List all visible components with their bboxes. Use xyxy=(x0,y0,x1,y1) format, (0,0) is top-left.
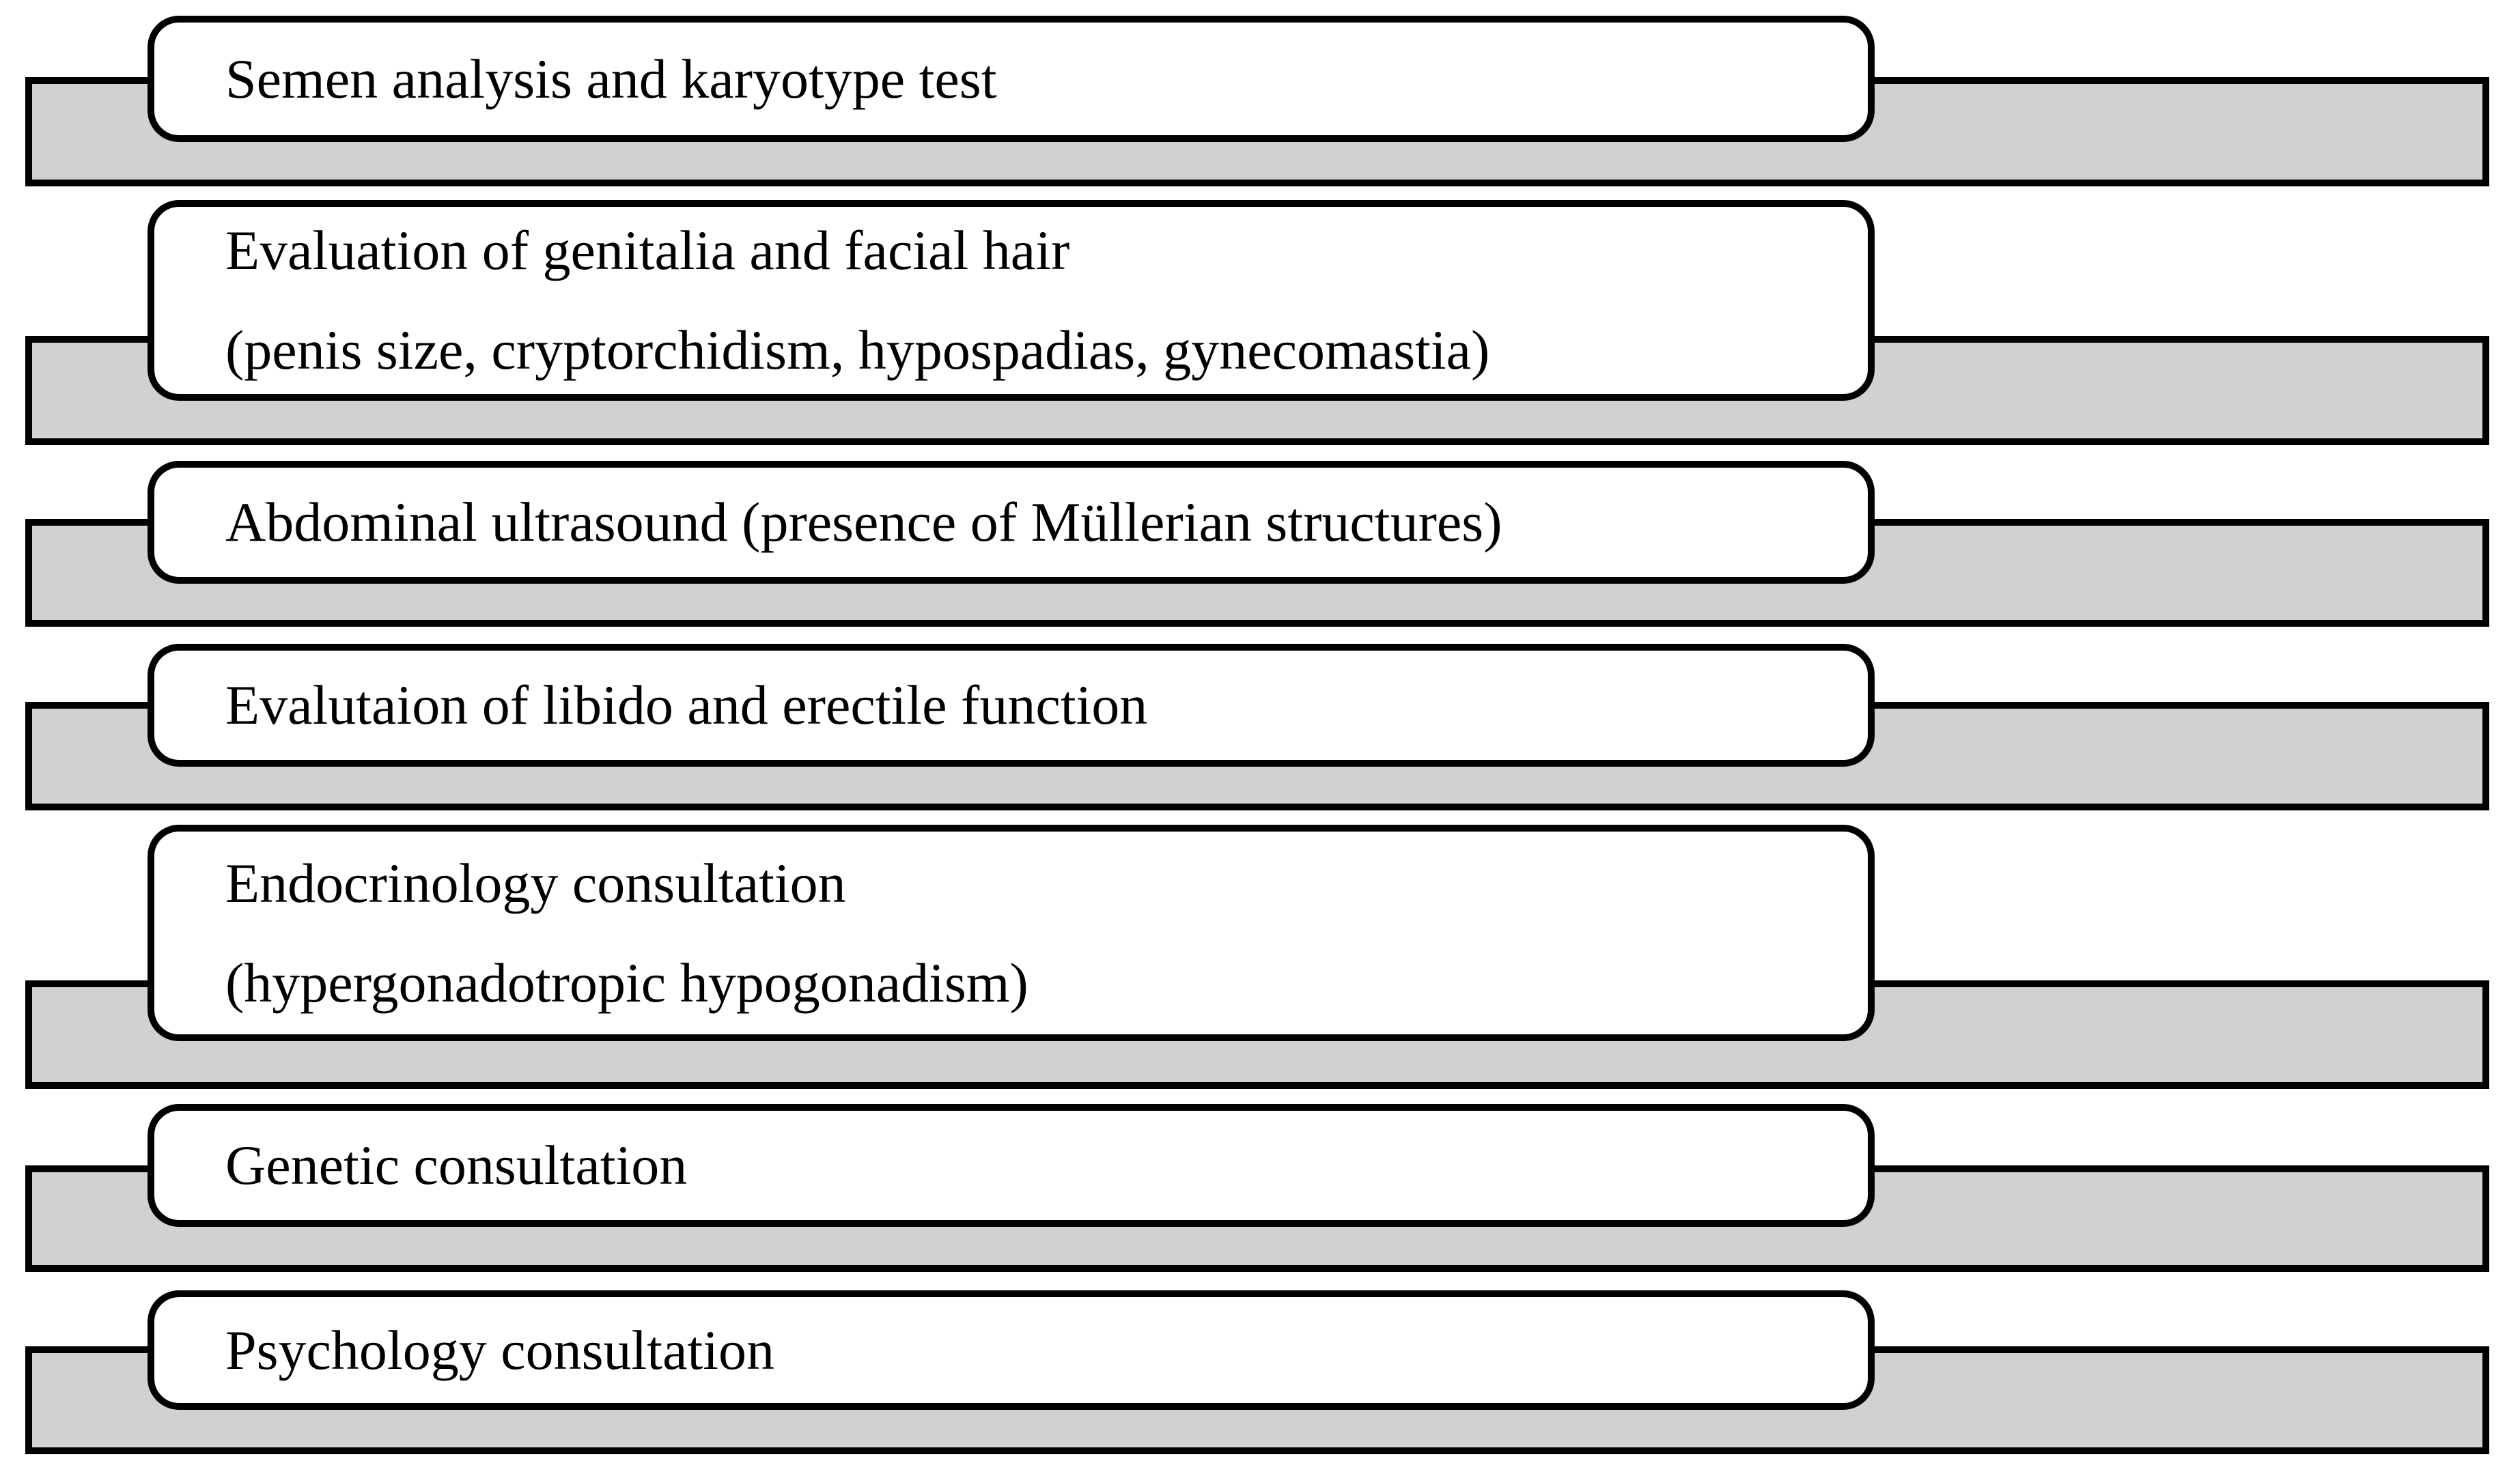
step-1-box: Semen analysis and karyotype test xyxy=(148,16,1875,142)
step-6-text: Genetic consultation xyxy=(225,1134,688,1196)
step-3-text: Abdominal ultrasound (presence of Müller… xyxy=(225,491,1502,553)
step-1-text: Semen analysis and karyotype test xyxy=(225,47,997,110)
step-4-box: Evalutaion of libido and erectile functi… xyxy=(148,644,1875,767)
step-4-text: Evalutaion of libido and erectile functi… xyxy=(225,674,1148,736)
step-6-box: Genetic consultation xyxy=(148,1104,1875,1227)
step-7-text: Psychology consultation xyxy=(225,1318,775,1381)
step-5-box: Endocrinology consultation (hypergonadot… xyxy=(148,825,1875,1041)
step-5-text-line-1: Endocrinology consultation xyxy=(225,851,846,914)
step-5-text-line-2: (hypergonadotropic hypogonadism) xyxy=(225,951,1028,1014)
step-2-text-line-2: (penis size, cryptorchidism, hypospadias… xyxy=(225,319,1490,381)
step-3-box: Abdominal ultrasound (presence of Müller… xyxy=(148,461,1875,584)
step-2-box: Evaluation of genitalia and facial hair … xyxy=(148,200,1875,401)
step-7-box: Psychology consultation xyxy=(148,1290,1875,1410)
step-2-text-line-1: Evaluation of genitalia and facial hair xyxy=(225,219,1070,281)
